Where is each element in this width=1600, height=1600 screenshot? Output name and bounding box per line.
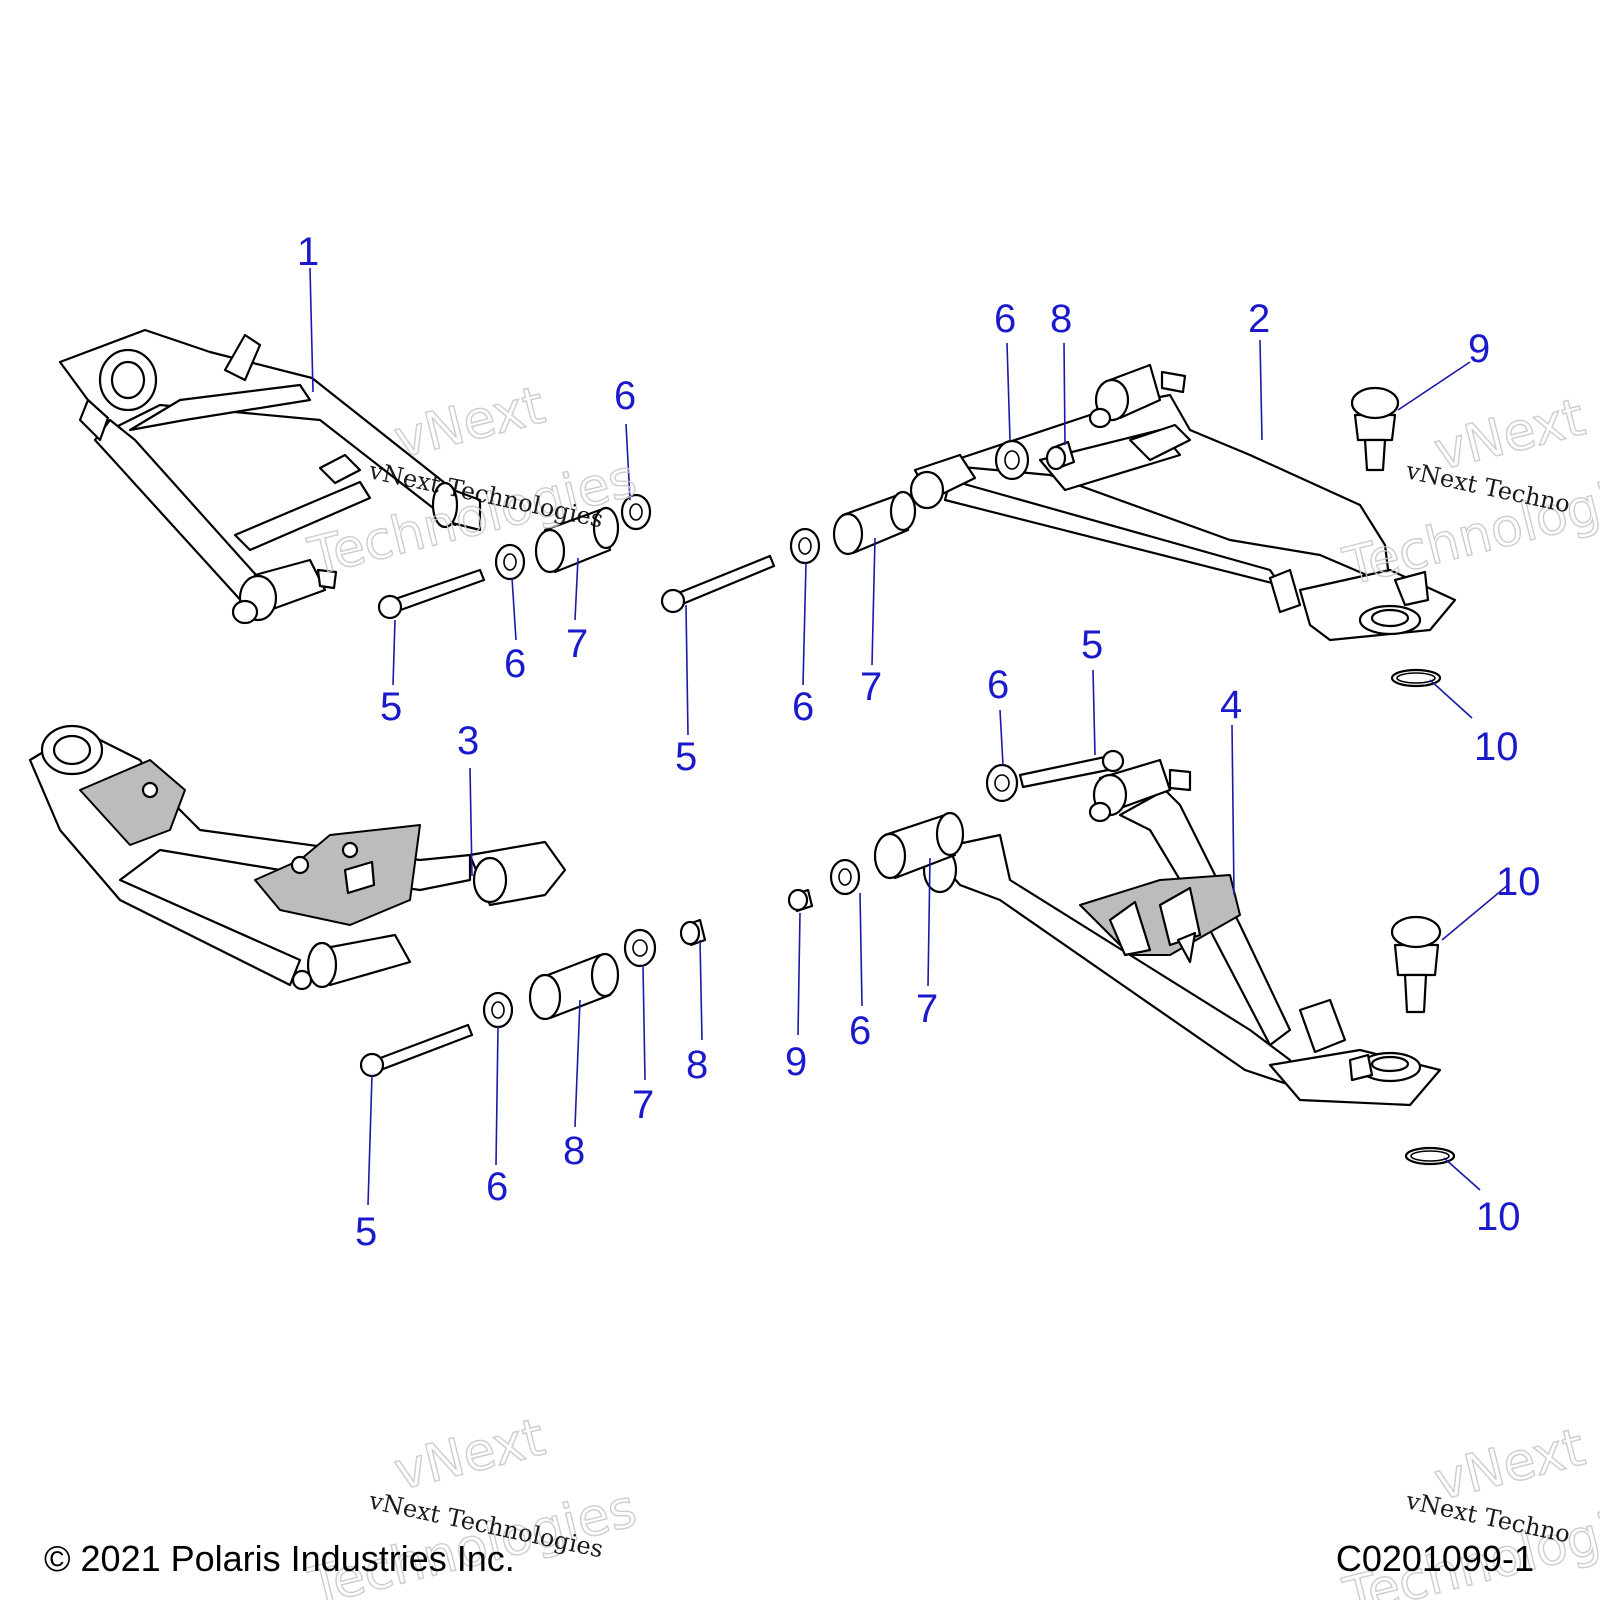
- washer: [829, 858, 861, 896]
- retaining-ring: [1404, 1146, 1456, 1166]
- nut-hardware: [679, 440, 1076, 947]
- callout-5: 5: [380, 685, 402, 729]
- retaining-ring: [1390, 668, 1442, 688]
- svg-text:vNext: vNext: [389, 1408, 551, 1503]
- ball-joint-upper: [1350, 386, 1400, 472]
- bolt-upper-left: [377, 568, 486, 620]
- bolt-lower-right: [1018, 749, 1125, 789]
- callout-8: 9: [785, 1040, 807, 1084]
- callout-labels: 1 2 3 4 5 5 5 5 6 6 6 6 6 6 6 7 7 7 7 8 …: [297, 230, 1541, 1254]
- callout-6: 6: [994, 297, 1016, 341]
- control-arm-lower-left: [28, 724, 567, 991]
- ball-joint-hardware: [1350, 386, 1442, 1014]
- callout-5: 5: [1081, 623, 1103, 667]
- callout-6: 6: [614, 374, 636, 418]
- bushing: [534, 506, 620, 574]
- control-arm-lower-right: [922, 758, 1442, 1107]
- callout-9: 9: [1468, 327, 1490, 371]
- leader-lines: [309, 267, 1509, 1206]
- washer: [620, 493, 652, 531]
- control-arm-upper-right: [909, 363, 1457, 642]
- callout-10: 10: [1476, 1195, 1521, 1239]
- bushing: [528, 952, 620, 1021]
- retaining-ring-hardware: [1390, 668, 1456, 1166]
- control-arm-upper-left: [58, 328, 482, 625]
- callout-4: 4: [1220, 683, 1242, 727]
- callout-6: 6: [987, 663, 1009, 707]
- callout-9: 10: [1496, 860, 1541, 904]
- washer: [623, 928, 657, 968]
- callout-7: 7: [916, 987, 938, 1031]
- callout-6: 6: [792, 685, 814, 729]
- bolt-upper-center: [660, 554, 776, 614]
- callout-6: 6: [504, 642, 526, 686]
- copyright-notice: © 2021 Polaris Industries Inc.: [44, 1538, 515, 1579]
- callout-8: 8: [686, 1043, 708, 1087]
- callout-5: 5: [675, 735, 697, 779]
- ball-joint-lower: [1390, 915, 1442, 1014]
- callout-1: 1: [297, 230, 319, 274]
- washer: [985, 763, 1019, 803]
- callout-7: 7: [566, 622, 588, 666]
- washer: [789, 527, 821, 565]
- callout-5: 5: [355, 1210, 377, 1254]
- svg-text:vNext: vNext: [389, 376, 551, 471]
- bolt-lower-left: [359, 1023, 474, 1078]
- nut: [679, 918, 707, 947]
- nut: [787, 888, 814, 913]
- callout-2: 2: [1248, 297, 1270, 341]
- callout-6: 6: [849, 1009, 871, 1053]
- bushing-hardware: [528, 490, 965, 1021]
- bushing: [832, 490, 917, 556]
- callout-3: 3: [457, 719, 479, 763]
- bolt-hardware: [359, 554, 1125, 1078]
- callout-6: 7: [632, 1083, 654, 1127]
- washer: [494, 543, 526, 581]
- callout-7: 8: [563, 1129, 585, 1173]
- washer: [482, 991, 514, 1029]
- bushing: [873, 811, 965, 880]
- callout-7: 7: [860, 665, 882, 709]
- figure-id: C0201099-1: [1335, 1538, 1534, 1579]
- washer-hardware: [482, 439, 1030, 1029]
- callout-10: 10: [1474, 725, 1519, 769]
- callout-8: 8: [1050, 297, 1072, 341]
- nut: [1045, 440, 1076, 471]
- washer: [994, 439, 1030, 481]
- callout-6: 6: [486, 1165, 508, 1209]
